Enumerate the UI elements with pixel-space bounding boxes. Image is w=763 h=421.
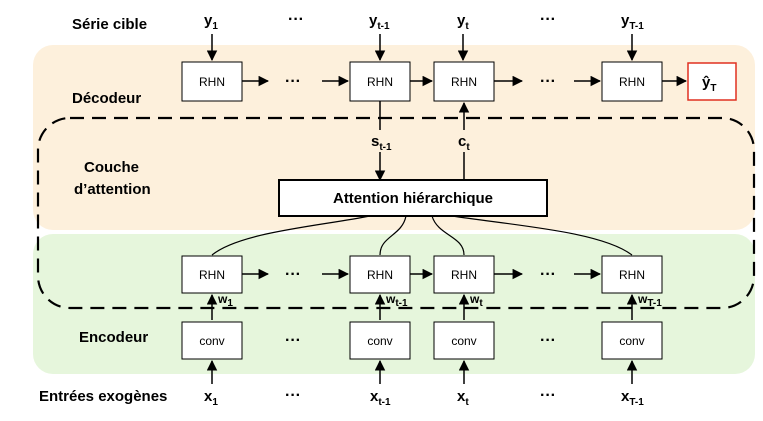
decoder-rhn-t: RHN [433,61,495,102]
weight-w-T-1: wT-1 [637,292,662,309]
target-y-T-1: yT-1 [621,12,644,32]
ellipsis-conv-1: ··· [285,332,301,349]
ellipsis-conv-2: ··· [540,332,556,349]
decoder-rhn-T-1: RHN [601,61,663,102]
conv-1: conv [181,321,243,360]
ellipsis-top-2: ··· [540,11,556,28]
decoder-state-s: st-1 [371,133,392,153]
ellipsis-bottom-2: ··· [540,387,556,404]
conv-t: conv [433,321,495,360]
encoder-rhn-t: RHN [433,255,495,294]
svg-text:RHN: RHN [367,268,393,282]
weight-w-t-1: wt-1 [385,292,408,309]
target-y-t: yt [457,12,469,32]
ellipsis-decoder-1: ··· [285,73,301,90]
ellipsis-top-1: ··· [288,11,304,28]
ellipsis-decoder-2: ··· [540,73,556,90]
encoder-label: Encodeur [79,329,148,346]
attention-label-line2: d’attention [74,181,151,198]
weight-w-1: w1 [217,292,233,309]
ellipsis-encoder-1: ··· [285,266,301,283]
conv-T-1: conv [601,321,663,360]
output-y-hat: ŷT [687,62,737,101]
svg-text:conv: conv [199,334,224,348]
decoder-rhn-1: RHN [181,61,243,102]
input-x-t-1: xt-1 [370,388,391,408]
encoder-rhn-t-1: RHN [349,255,411,294]
encoder-rhn-1: RHN [181,255,243,294]
weight-w-t: wt [469,292,483,309]
input-x-t: xt [457,388,469,408]
target-series-label: Série cible [72,16,147,33]
context-vector-c: ct [458,133,470,153]
svg-text:conv: conv [451,334,476,348]
svg-text:RHN: RHN [451,75,477,89]
svg-text:conv: conv [619,334,644,348]
svg-text:conv: conv [367,334,392,348]
input-x-1: x1 [204,388,218,408]
target-y-t-1: yt-1 [369,12,390,32]
svg-text:RHN: RHN [199,268,225,282]
svg-text:RHN: RHN [199,75,225,89]
hierarchical-attention-block: Attention hiérarchique [278,179,548,217]
encoder-rhn-T-1: RHN [601,255,663,294]
input-x-T-1: xT-1 [621,388,644,408]
decoder-rhn-t-1: RHN [349,61,411,102]
svg-text:RHN: RHN [451,268,477,282]
attention-label-line1: Couche [84,159,139,176]
decoder-label: Décodeur [72,90,141,107]
ellipsis-bottom-1: ··· [285,387,301,404]
svg-text:RHN: RHN [619,268,645,282]
target-y-1: y1 [204,12,218,32]
svg-text:ŷT: ŷT [702,74,716,94]
svg-text:RHN: RHN [619,75,645,89]
svg-text:Attention hiérarchique: Attention hiérarchique [333,190,493,207]
ellipsis-encoder-2: ··· [540,266,556,283]
svg-text:RHN: RHN [367,75,393,89]
exogenous-inputs-label: Entrées exogènes [39,388,167,405]
conv-t-1: conv [349,321,411,360]
